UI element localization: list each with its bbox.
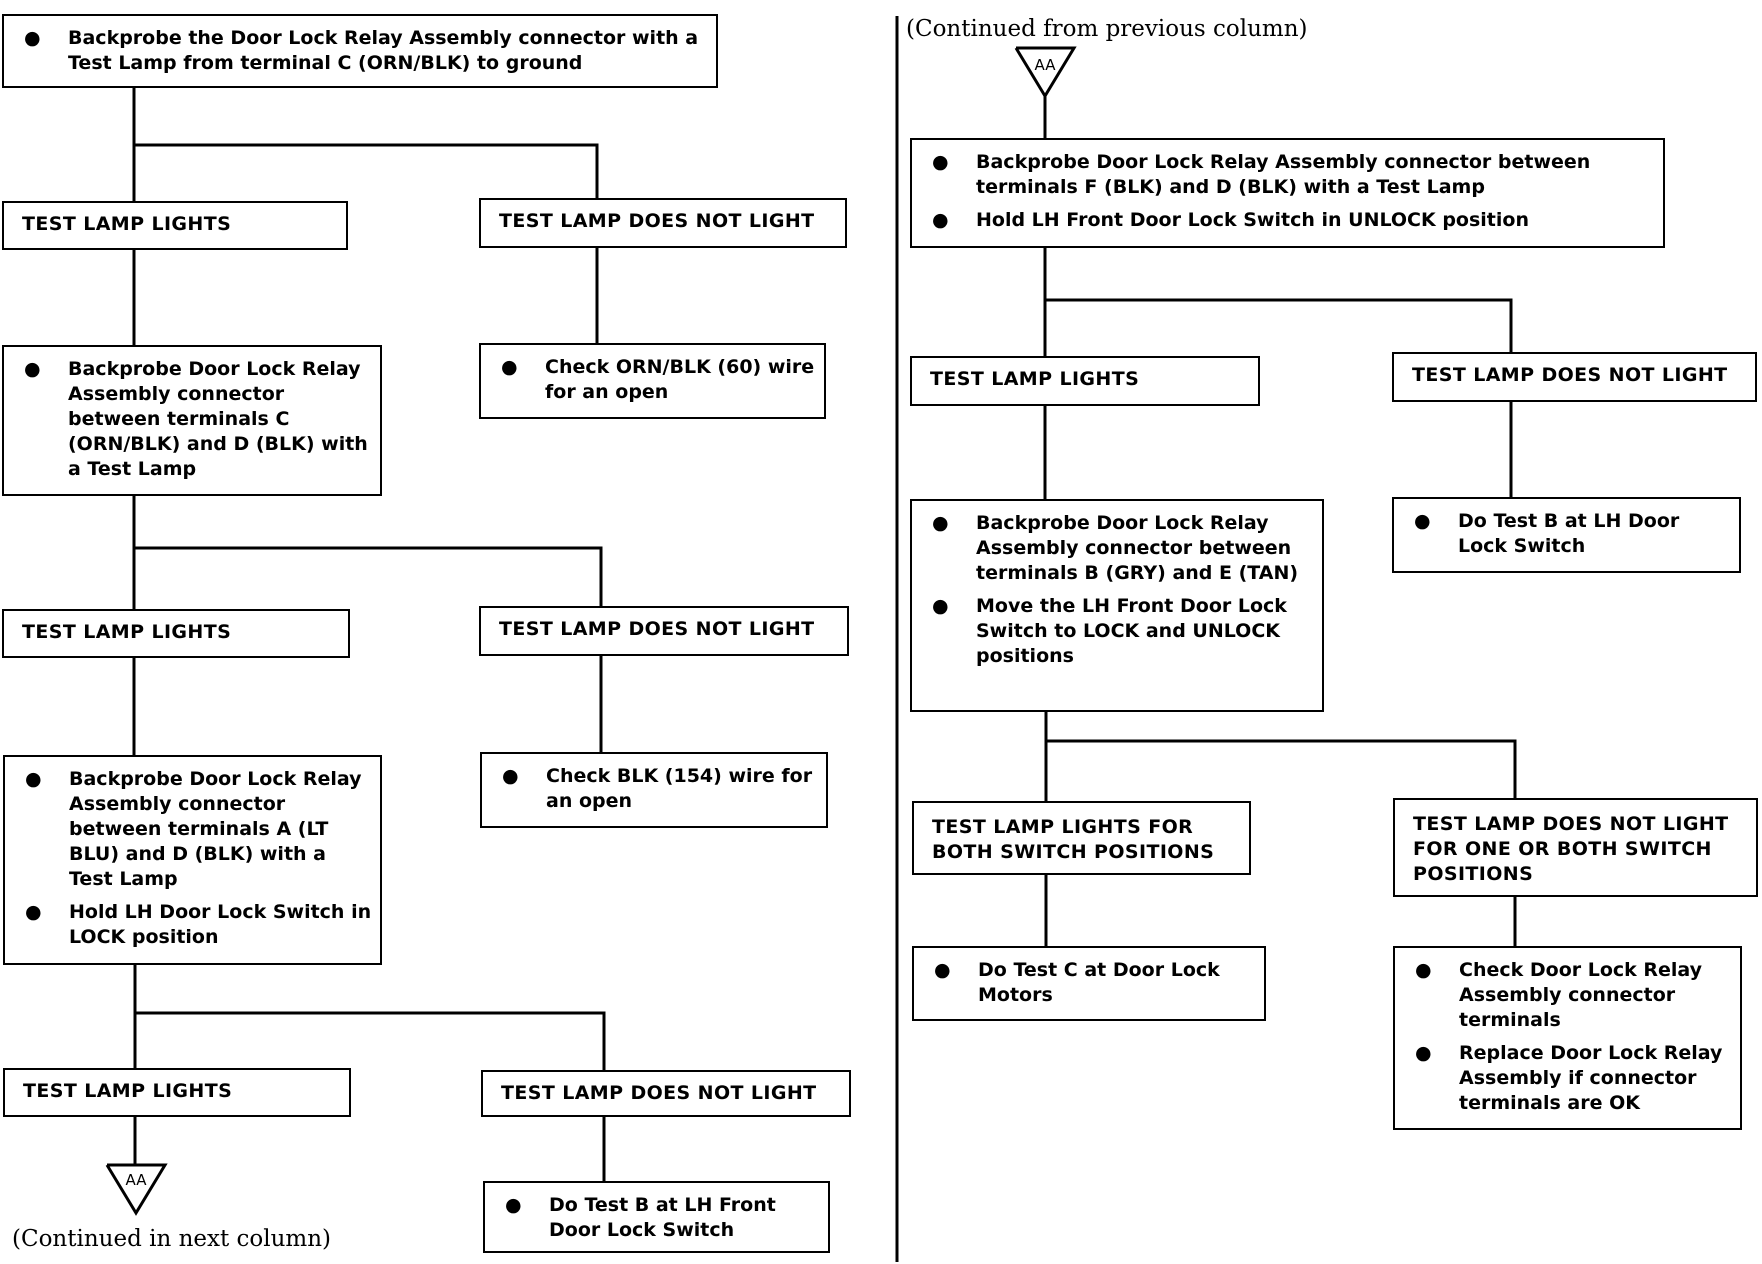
flow-line: [134, 546, 603, 606]
continued-next-note: (Continued in next column): [12, 1226, 332, 1252]
step-item: ● Backprobe Door Lock Relay Assembly conn…: [12, 357, 372, 482]
bullet-icon: ●: [1415, 959, 1432, 981]
step-text: Check ORN/BLK (60) wire for an open: [545, 356, 815, 403]
step-text: Hold LH Door Lock Switch in LOCK positio…: [69, 901, 372, 948]
bullet-icon: ●: [932, 209, 949, 231]
action-backprobe-b-e-box: ● Backprobe Door Lock Relay Assembly conn…: [910, 499, 1324, 712]
action-backprobe-a-d-box: ● Backprobe Door Lock Relay Assembly conn…: [3, 755, 382, 965]
action-test-b-switch-box: ● Do Test B at LH Door Lock Switch: [1392, 497, 1741, 573]
step-item: ● Do Test C at Door Lock Motors: [922, 958, 1256, 1008]
bullet-icon: ●: [932, 151, 949, 173]
step-item: ● Check Door Lock Relay Assembly connecto…: [1403, 958, 1732, 1033]
result-not-both-positions-box: TEST LAMP DOES NOT LIGHT FOR ONE OR BOTH…: [1393, 798, 1758, 897]
result-not-light-box: TEST LAMP DOES NOT LIGHT: [481, 1070, 851, 1117]
result-not-light-box: TEST LAMP DOES NOT LIGHT: [1392, 352, 1757, 402]
flow-line: [1046, 739, 1517, 798]
bullet-icon: ●: [934, 959, 951, 981]
step-item: ● Move the LH Front Door Lock Switch to L…: [920, 594, 1314, 669]
step-text: Do Test C at Door Lock Motors: [978, 959, 1220, 1006]
step-item: ● Backprobe Door Lock Relay Assembly conn…: [13, 767, 372, 892]
result-not-light-box: TEST LAMP DOES NOT LIGHT: [479, 606, 849, 656]
connector-aa-label: AA: [1035, 56, 1057, 74]
bullet-icon: ●: [505, 1194, 522, 1216]
bullet-icon: ●: [502, 765, 519, 787]
bullet-icon: ●: [1414, 510, 1431, 532]
bullet-icon: ●: [24, 27, 41, 49]
step-text: Replace Door Lock Relay Assembly if conn…: [1459, 1042, 1723, 1114]
action-check-orn-blk-box: ● Check ORN/BLK (60) wire for an open: [479, 343, 826, 419]
start-step-box-right: ● Backprobe Door Lock Relay Assembly conn…: [910, 138, 1665, 248]
step-item: ● Backprobe Door Lock Relay Assembly conn…: [920, 150, 1655, 200]
bullet-icon: ●: [25, 901, 42, 923]
step-item: ● Hold LH Front Door Lock Switch in UNLOC…: [920, 208, 1655, 233]
step-item: ● Check ORN/BLK (60) wire for an open: [489, 355, 816, 405]
step-text: Backprobe Door Lock Relay Assembly conne…: [976, 512, 1299, 584]
result-lights-box: TEST LAMP LIGHTS: [2, 609, 350, 658]
step-text: Backprobe Door Lock Relay Assembly conne…: [976, 151, 1591, 198]
action-test-b-front-box: ● Do Test B at LH Front Door Lock Switch: [483, 1181, 830, 1253]
step-text: Check Door Lock Relay Assembly connector…: [1459, 959, 1703, 1031]
result-not-light-box: TEST LAMP DOES NOT LIGHT: [479, 198, 847, 248]
step-item: ● Hold LH Door Lock Switch in LOCK positi…: [13, 900, 372, 950]
step-text: Check BLK (154) wire for an open: [546, 765, 813, 812]
action-backprobe-c-d-box: ● Backprobe Door Lock Relay Assembly conn…: [2, 345, 382, 496]
step-text: Backprobe Door Lock Relay Assembly conne…: [68, 358, 368, 480]
connector-aa-label: AA: [126, 1171, 148, 1189]
step-text: Move the LH Front Door Lock Switch to LO…: [976, 595, 1287, 667]
bullet-icon: ●: [24, 358, 41, 380]
flow-line: [1045, 298, 1513, 352]
bullet-icon: ●: [932, 595, 949, 617]
step-item: ● Check BLK (154) wire for an open: [490, 764, 818, 814]
result-both-positions-box: TEST LAMP LIGHTS FOR BOTH SWITCH POSITIO…: [912, 801, 1251, 875]
flow-line: [134, 143, 599, 198]
step-text: Hold LH Front Door Lock Switch in UNLOCK…: [976, 209, 1529, 231]
connector-aa-triangle: [1014, 46, 1077, 99]
step-text: Backprobe the Door Lock Relay Assembly c…: [68, 27, 699, 74]
bullet-icon: ●: [1415, 1042, 1432, 1064]
bullet-icon: ●: [25, 768, 42, 790]
step-item: ● Do Test B at LH Front Door Lock Switch: [493, 1193, 820, 1243]
result-lights-box: TEST LAMP LIGHTS: [2, 201, 348, 250]
result-lights-box: TEST LAMP LIGHTS: [3, 1068, 351, 1117]
start-step-box: ● Backprobe the Door Lock Relay Assembly …: [2, 14, 718, 88]
step-item: ● Backprobe Door Lock Relay Assembly conn…: [920, 511, 1314, 586]
bullet-icon: ●: [501, 356, 518, 378]
continued-previous-note: (Continued from previous column): [906, 16, 1308, 42]
step-text: Backprobe Door Lock Relay Assembly conne…: [69, 768, 362, 890]
action-check-replace-relay-box: ● Check Door Lock Relay Assembly connecto…: [1393, 946, 1742, 1130]
connector-aa-triangle: [105, 1163, 168, 1216]
step-item: ● Backprobe the Door Lock Relay Assembly …: [12, 26, 708, 76]
bullet-icon: ●: [932, 512, 949, 534]
flow-line: [135, 1011, 606, 1070]
result-lights-box: TEST LAMP LIGHTS: [910, 356, 1260, 406]
step-text: Do Test B at LH Front Door Lock Switch: [549, 1194, 776, 1241]
step-text: Do Test B at LH Door Lock Switch: [1458, 510, 1680, 557]
action-test-c-motors-box: ● Do Test C at Door Lock Motors: [912, 946, 1266, 1021]
action-check-blk-box: ● Check BLK (154) wire for an open: [480, 752, 828, 828]
step-item: ● Replace Door Lock Relay Assembly if con…: [1403, 1041, 1732, 1116]
step-item: ● Do Test B at LH Door Lock Switch: [1402, 509, 1731, 559]
